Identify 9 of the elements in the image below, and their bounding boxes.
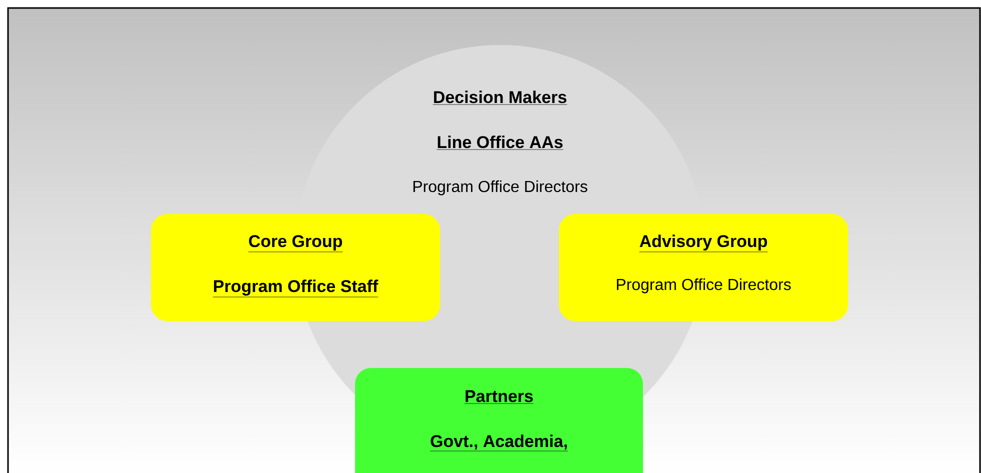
heading-text: Line Office AAs	[436, 136, 564, 150]
heading-text: Advisory Group	[639, 234, 768, 252]
heading-text: Program Office Staff	[212, 280, 378, 298]
heading-text: Decision Makers	[432, 90, 568, 105]
body-text: Program Office Directors	[616, 278, 791, 294]
heading-text: Govt., Academia,	[430, 434, 568, 452]
heading-text: Partners	[464, 390, 534, 404]
body-text: Program Office Directors	[413, 180, 588, 196]
heading-text: Core Group	[248, 235, 343, 252]
